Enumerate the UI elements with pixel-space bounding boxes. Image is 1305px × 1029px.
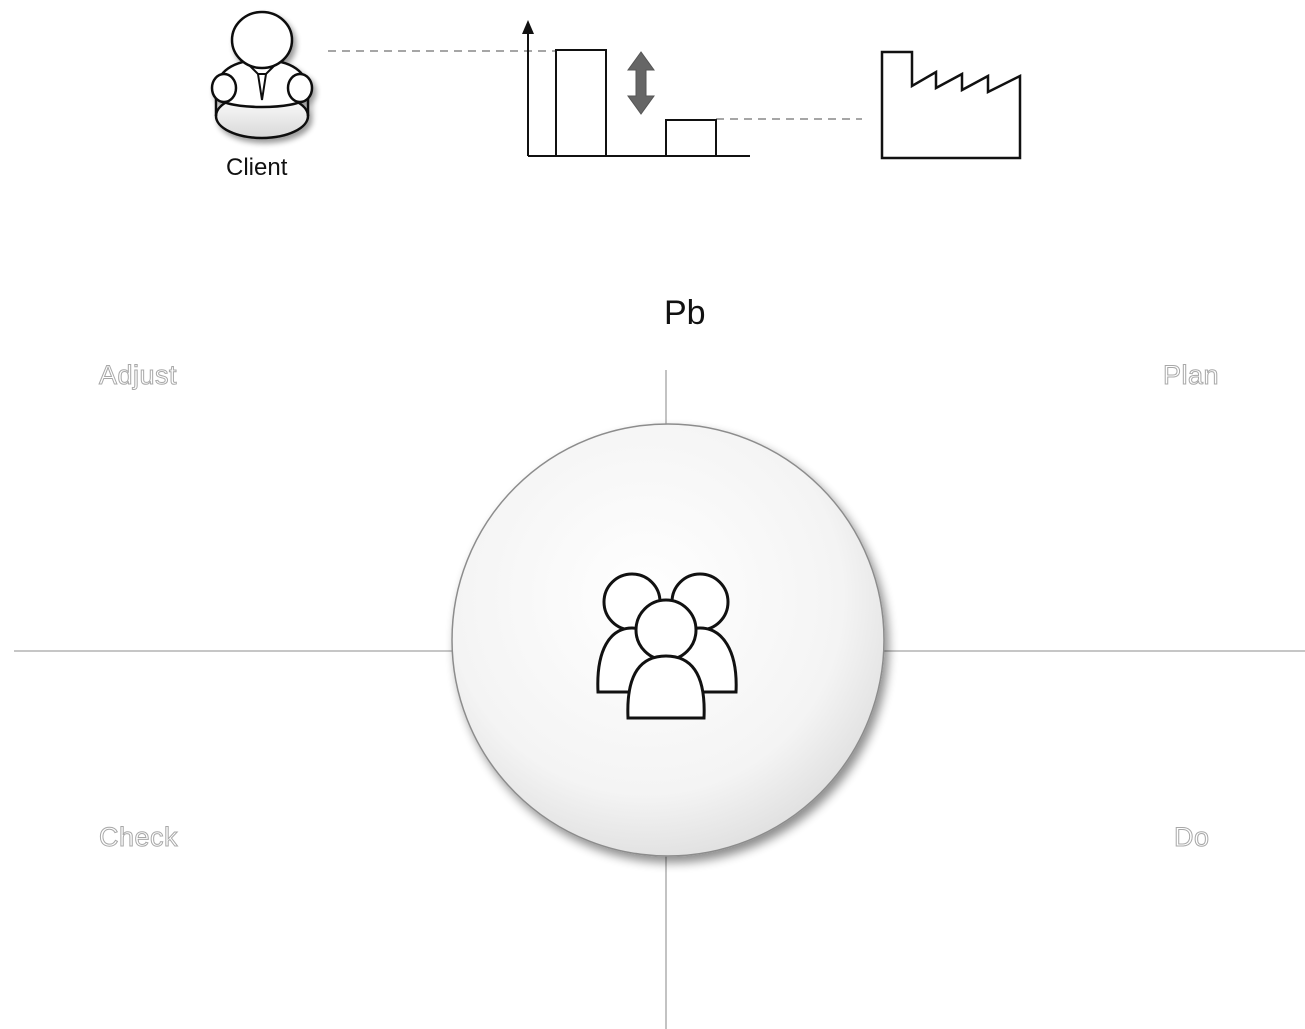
problem-label: Pb <box>664 294 706 332</box>
team-group-icon <box>596 572 738 720</box>
gap-double-arrow-icon <box>627 51 655 115</box>
phase-label-plan: Plan <box>1162 360 1220 391</box>
client-label: Client <box>226 154 288 181</box>
factory-icon <box>880 50 1022 160</box>
axes <box>14 370 1305 1029</box>
phase-label-check: Check <box>98 822 179 853</box>
phase-label-adjust: Adjust <box>98 360 178 391</box>
business-person-icon <box>210 10 314 140</box>
bar-gap-chart-icon <box>522 20 750 157</box>
phase-label-do: Do <box>1174 822 1210 853</box>
